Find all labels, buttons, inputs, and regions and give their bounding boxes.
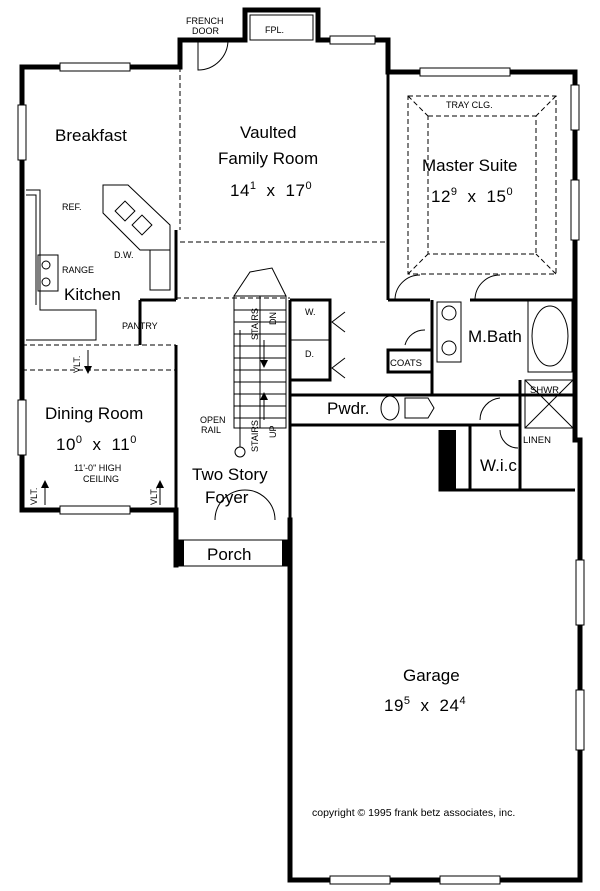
kitchen-label: Kitchen (64, 285, 121, 304)
breakfast-label: Breakfast (55, 126, 127, 145)
shower-label: SHWR. (530, 385, 562, 396)
exterior-walls (19, 7, 583, 883)
vlt-label-right: VLT. (149, 488, 159, 505)
dining-ceiling-2: CEILING (83, 474, 119, 484)
french-door-label-2: DOOR (192, 26, 220, 36)
master-suite-label: Master Suite (422, 156, 517, 175)
tray-ceiling-label: TRAY CLG. (446, 100, 493, 110)
washer-label: W. (305, 307, 316, 317)
linen-label: LINEN (523, 435, 551, 446)
dining-ceiling-1: 11'-0" HIGH (74, 463, 121, 473)
porch-label: Porch (207, 545, 251, 564)
family-room-label-2: Family Room (218, 149, 318, 168)
french-door-label-1: FRENCH (186, 16, 224, 26)
coats-label: COATS (390, 358, 422, 369)
dining-room-label: Dining Room (45, 404, 143, 423)
ref-label: REF. (62, 202, 82, 212)
area-lines (22, 67, 557, 371)
fireplace-label: FPL. (265, 25, 284, 35)
dn-label: DN (268, 312, 278, 325)
interior-walls (138, 72, 575, 520)
stairs-up-label: STAIRS (250, 420, 260, 452)
stairs (233, 267, 287, 458)
up-label: UP (268, 425, 278, 438)
stairs-dn-label: STAIRS (250, 308, 260, 340)
vlt-label-top: VLT. (72, 356, 82, 373)
dw-label: D.W. (114, 250, 134, 260)
windows (17, 35, 585, 885)
kitchen-counters (26, 184, 171, 341)
vault-arrows (41, 340, 268, 505)
open-rail-label-1: OPEN (200, 415, 226, 425)
open-rail-label-2: RAIL (201, 425, 221, 435)
bath-fixtures (380, 299, 574, 429)
doors (197, 39, 519, 521)
wic-label: W.i.c. (480, 456, 522, 475)
porch (175, 539, 291, 567)
range-label: RANGE (62, 265, 94, 275)
mbath-label: M.Bath (468, 327, 522, 346)
pantry-label: PANTRY (122, 321, 158, 331)
garage-label: Garage (403, 666, 460, 685)
labels: FRENCH DOOR FPL. Breakfast Vaulted Famil… (29, 16, 562, 819)
foyer-label-2: Foyer (205, 488, 249, 507)
powder-label: Pwdr. (327, 399, 370, 418)
foyer-label-1: Two Story (192, 465, 268, 484)
dryer-label: D. (305, 349, 314, 359)
family-room-label-1: Vaulted (240, 123, 296, 142)
fireplace (249, 14, 314, 41)
vlt-label-left: VLT. (29, 488, 39, 505)
copyright-text: copyright © 1995 frank betz associates, … (312, 807, 515, 819)
